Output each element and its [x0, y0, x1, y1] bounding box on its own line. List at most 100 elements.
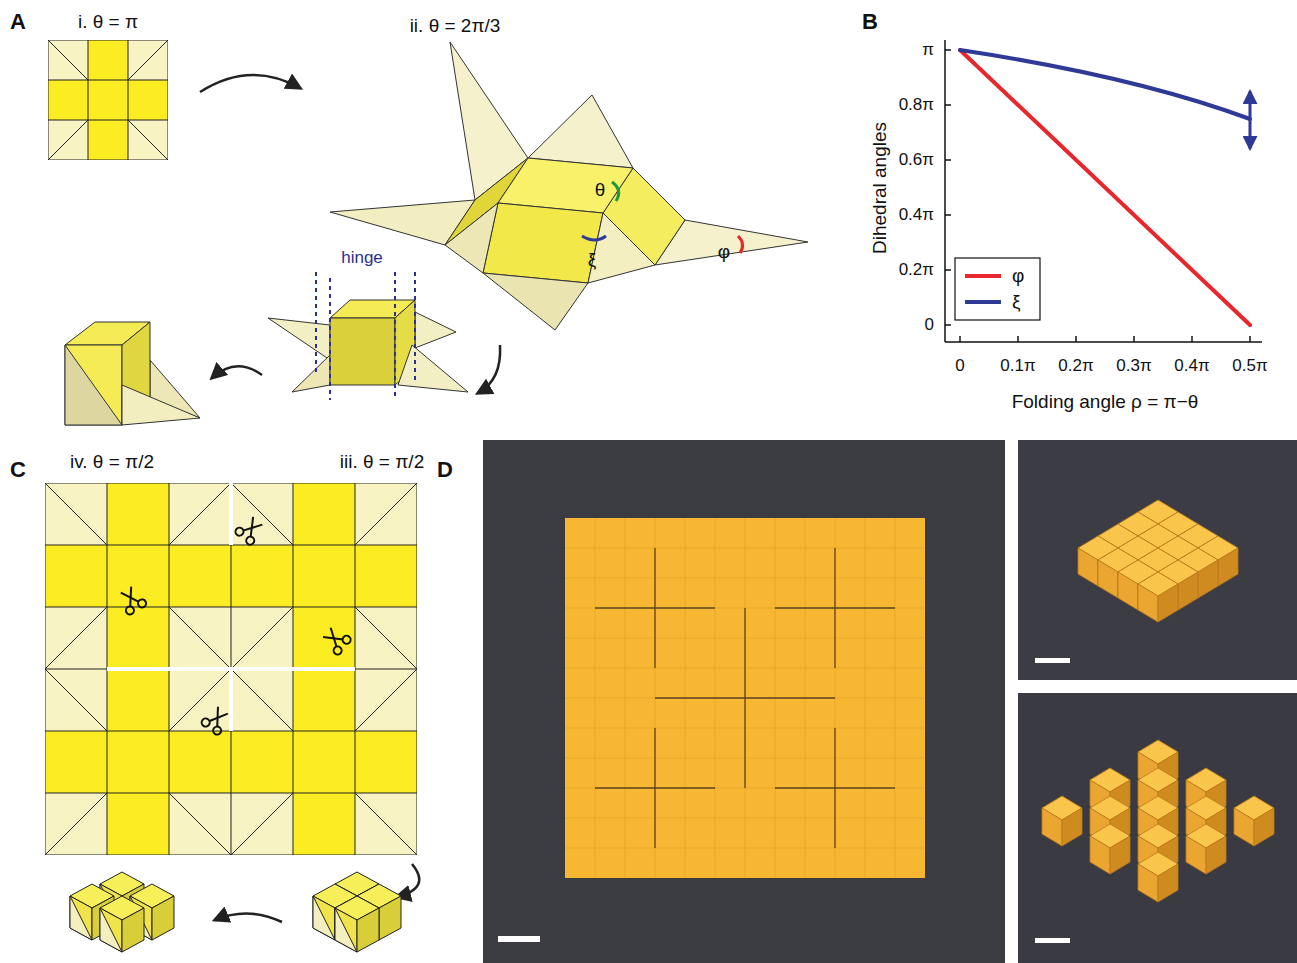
photo-flat-sheet-part — [498, 936, 540, 942]
process-arrow-part — [212, 366, 262, 378]
photo-flat-sheet-part-part — [835, 787, 895, 788]
tick-label: 0.5π — [1232, 357, 1267, 376]
tick-label: 0.4π — [1174, 357, 1209, 376]
scissors-icon-part — [200, 704, 232, 736]
folded-cube-array-part — [335, 896, 379, 952]
tick-label: 0.1π — [1000, 357, 1035, 376]
data-curve-part — [960, 50, 1250, 119]
scissors-icon-part — [234, 514, 266, 547]
tick-label: 0.6π — [899, 151, 934, 170]
photo-flat-sheet-part-part — [654, 608, 655, 668]
hinge-label: hinge — [341, 249, 383, 268]
plot-axes-part — [1017, 336, 1019, 342]
stage-caption: i. θ = π — [78, 12, 138, 33]
photo-folded-block-part — [1035, 658, 1070, 663]
angle-symbol: θ — [595, 180, 606, 201]
legend-swatch — [965, 274, 1001, 278]
folded-shape — [330, 42, 808, 330]
photo-flat-sheet-part-part — [565, 548, 925, 549]
plot-axes-part — [945, 214, 951, 216]
plot-axes-part — [945, 159, 951, 161]
photo-expanded-lattice-part — [1042, 796, 1082, 846]
tick-label: 0 — [955, 357, 964, 376]
legend-label: φ — [1012, 266, 1024, 287]
legend-sample — [963, 298, 1003, 306]
tick-label: 0.2π — [1058, 357, 1093, 376]
photo-flat-sheet-part-part — [565, 848, 925, 849]
axis-title: Folding angle ρ = π−θ — [1012, 392, 1199, 413]
photo-expanded-lattice-part — [1035, 938, 1070, 943]
angle-symbol: φ — [718, 242, 730, 263]
folded-shape-part — [612, 182, 619, 201]
photo-flat-sheet-part — [565, 518, 925, 878]
photo-flat-sheet-part-part — [834, 728, 835, 788]
plot-axes-part — [945, 324, 951, 326]
photo-flat-sheet-part-part — [595, 607, 655, 608]
photo-flat-sheet-part-part — [565, 698, 925, 699]
photo-flat-sheet-part-part — [834, 788, 835, 848]
cut-line-part — [229, 669, 233, 731]
panel-letter: B — [862, 10, 878, 34]
photo-flat-sheet-part-part — [654, 788, 655, 848]
folded-cube — [65, 322, 200, 425]
plot-axes-part — [1249, 336, 1251, 342]
photo-flat-sheet-part-part — [775, 607, 835, 608]
cube-with-flaps — [268, 300, 468, 392]
photo-expanded-lattice — [1018, 693, 1297, 963]
folded-cube-part — [65, 345, 122, 425]
data-curve-part — [1249, 92, 1252, 148]
process-arrow-part — [200, 75, 300, 92]
scissors-icon — [116, 514, 352, 736]
folded-shape-part — [483, 203, 603, 283]
tick-label: 0.3π — [1116, 357, 1151, 376]
folded-shape-part — [738, 236, 743, 253]
stage-caption: ii. θ = 2π/3 — [410, 16, 501, 37]
folded-shape-part — [582, 236, 606, 240]
hinge-line — [316, 272, 415, 400]
panel-letter: A — [10, 10, 26, 34]
plot-axes-part — [1191, 336, 1193, 342]
photo-flat-sheet-part-part — [595, 787, 655, 788]
cube-with-flaps-part — [292, 355, 330, 392]
photo-flat-sheet — [483, 440, 1005, 963]
tiled-crease-pattern-part — [45, 669, 231, 855]
photo-flat-sheet-part-part — [655, 697, 835, 698]
hinge-line-part — [394, 272, 396, 400]
photo-flat-sheet-part — [595, 548, 895, 848]
cut-line-part — [107, 667, 355, 671]
folded-shape-part — [528, 95, 633, 168]
tiled-crease-pattern-part — [231, 669, 417, 855]
photo-flat-sheet-part-part — [834, 608, 835, 668]
photo-flat-sheet-part-part — [835, 607, 895, 608]
panel-letter: D — [437, 458, 453, 482]
photo-flat-sheet-part — [483, 440, 1005, 963]
photo-expanded-lattice-part — [1138, 852, 1178, 902]
flat-crease-pattern-part — [48, 40, 168, 160]
hinge-line-part — [414, 272, 416, 380]
photo-expanded-lattice-part — [1234, 796, 1274, 846]
hinge-line-part — [329, 278, 331, 400]
tiled-crease-pattern — [45, 483, 417, 855]
plot-axes-part — [945, 269, 951, 271]
plot-axes-part — [1133, 336, 1135, 342]
plot-axes-part — [1075, 336, 1077, 342]
photo-folded-block — [1018, 440, 1297, 680]
legend-sample — [963, 272, 1003, 280]
cut-line — [107, 483, 355, 731]
legend-label: ξ — [1012, 292, 1021, 313]
process-arrow-part — [397, 864, 419, 897]
plot-axes-part — [945, 104, 951, 106]
photo-expanded-lattice-part — [1186, 824, 1226, 874]
process-arrow-part — [215, 913, 282, 922]
photo-flat-sheet-part-part — [834, 548, 835, 608]
panel-letter: C — [10, 458, 26, 482]
photo-expanded-lattice-part — [1018, 693, 1297, 963]
cube-with-flaps-part — [415, 312, 456, 348]
folded-cube-part — [122, 385, 200, 425]
folded-shape-part — [483, 273, 588, 330]
photo-flat-sheet-part — [565, 518, 925, 878]
photo-flat-sheet-part-part — [565, 578, 925, 579]
photo-folded-block-part — [1018, 440, 1297, 680]
folded-cube-part — [65, 345, 122, 425]
